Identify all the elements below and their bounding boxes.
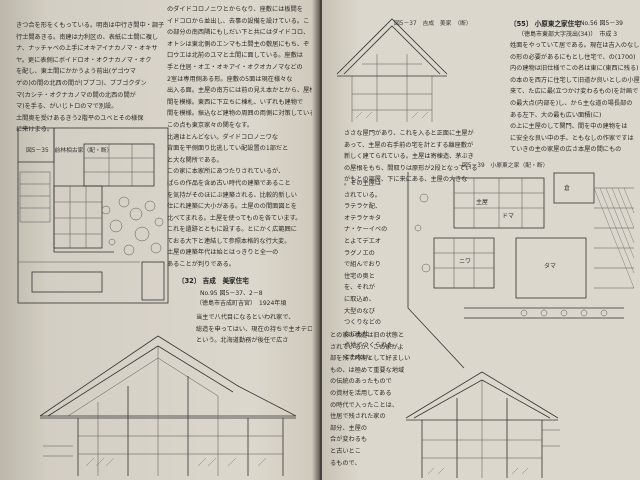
mid-text: ささな屋門があり、これを入ると正面に主屋が あって、主屋の右手前の宅を計とする離… (344, 130, 478, 184)
entry-no-55: No.56 図5－39 (580, 20, 623, 27)
left-top-text: きつ合を形をくもっている。明南は中行き間中・調子 行士間あきる。南建は力利区の、… (16, 22, 165, 134)
plan-label-a: 主屋 (476, 198, 488, 206)
entry-heading-32: 〔32〕 吉成 美家住宅 (178, 277, 249, 285)
right-fig-caption-top: 図5－37 吉成 美家 （断） (394, 21, 472, 27)
section-drawing-left (39, 335, 297, 476)
entry-loc-55: （徳島市東部大字茂出(34)） 市成 3 (518, 31, 618, 38)
entry-text-32: 当主で八代目になるといわれ家で、 総造を申ってはい、現在の持ちで主オテロ という… (196, 314, 314, 345)
entry-sub1: No.95 図5－37、2－8 (200, 290, 263, 297)
plan-label-b: タマ (544, 262, 556, 270)
plan-caption: 図5－39 小原東之家（配・断） (462, 163, 549, 169)
left-fig-caption: 図5－35 前林相古家（配・断） (26, 148, 113, 154)
site-plan-right: 主屋 タマ ニワ 倉 ドマ (407, 172, 635, 369)
left-page: きつ合を形をくもっている。明南は中行き間中・調子 行士間あきる。南建は力利区の、… (0, 0, 318, 480)
plan-label-c: ニワ (459, 258, 471, 265)
site-plan-figure (17, 127, 169, 304)
plan-label-d: 倉 (564, 184, 570, 192)
right-page: 図5－37 吉成 美家 （断） 〔55〕 小原東之家住宅 No.56 図5－39… (322, 0, 640, 480)
left-right-column-text: のダイドコロノニワとからなり、座敷には板間を イドコロから並出し、去事の設備を設… (167, 6, 318, 269)
entry-text-55: 姓面をやっていて居である。現在は吉入のなし の形の必要があるにもとし住宅で、の(… (510, 42, 640, 154)
plan-label-e: ドマ (502, 213, 514, 220)
entry-heading-55: 〔55〕 小原東之家住宅 (510, 20, 581, 28)
section-drawing-right (405, 371, 560, 478)
narrow-column-text: 。その主屋は されている。 ラテラケ配、 オテラケキタ ナ・ケーイベの とよてデ… (344, 180, 394, 361)
section-drawing-top (336, 18, 448, 122)
entry-sub2: （徳島市吉成町吉宮） 1924年頃 (196, 300, 287, 307)
bottom-column-text: との家の構造は旧の状態と されているが、この家がよ 部を残す時期として好ましい … (330, 332, 411, 467)
